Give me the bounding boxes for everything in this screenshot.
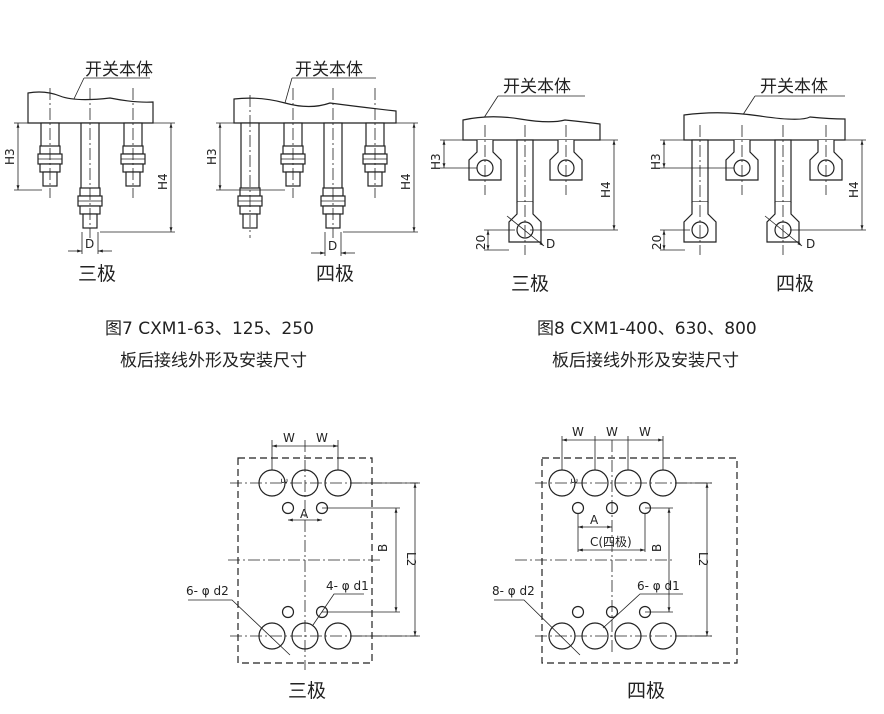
switch-body-label: 开关本体 [85,60,153,80]
fig8-four-pole: 开关本体 H3 H4 20 D 四极 [649,77,866,295]
a-label: A [300,507,309,521]
h3-label: H3 [429,153,443,170]
three-pole-label: 三极 [78,263,116,285]
mounting-four-pole: W W W 3 A C(四极) B L2 8- φ d2 6- φ d1 四极 [492,425,738,702]
switch-body-label: 开关本体 [503,77,571,97]
d1-hole-label: 4- φ d1 [326,579,369,593]
d-label: D [546,237,555,251]
d2-hole-label: 8- φ d2 [492,584,535,598]
l2-label: L2 [696,552,710,566]
fig7-three-pole: 开关本体 H3 H4 D 三极 [3,60,175,285]
w-label: W [572,425,584,439]
w-label: W [283,431,295,445]
a-label: A [590,513,599,527]
h4-label: H4 [156,173,170,190]
fig7-four-pole: 开关本体 H3 H4 D 四极 [205,60,418,285]
w-label: W [316,431,328,445]
switch-body-label: 开关本体 [760,77,828,97]
h4-label: H4 [847,181,861,198]
d-label: D [328,239,337,253]
d-label: D [85,237,94,251]
three-pole-label: 三极 [511,273,549,295]
w-label: W [606,425,618,439]
switch-body-label: 开关本体 [295,60,363,80]
fig8-three-pole: 开关本体 H3 H4 20 D 三极 [429,77,618,295]
mounting-three-pole: W W 3 A B L2 6- φ d2 4- φ d1 三极 [186,431,420,702]
four-pole-label: 四极 [316,263,354,285]
dim-3-label: 3 [278,478,288,484]
figure8-subtitle: 板后接线外形及安装尺寸 [552,351,739,371]
four-pole-label: 四极 [627,680,665,702]
h4-label: H4 [599,181,613,198]
b-label: B [650,544,664,552]
figure7-title: 图7 CXM1-63、125、250 [105,319,314,339]
d2-hole-label: 6- φ d2 [186,584,229,598]
h3-label: H3 [3,148,17,165]
h4-label: H4 [399,173,413,190]
l2-label: L2 [404,552,418,566]
four-pole-label: 四极 [776,273,814,295]
figure7-subtitle: 板后接线外形及安装尺寸 [120,351,307,371]
dim-20-label: 20 [474,235,488,250]
c-four-pole-label: C(四极) [590,535,632,549]
three-pole-label: 三极 [288,680,326,702]
w-label: W [639,425,651,439]
h3-label: H3 [205,148,219,165]
figure8-title: 图8 CXM1-400、630、800 [537,319,757,339]
dim-3-label: 3 [568,478,578,484]
d-label: D [806,237,815,251]
b-label: B [376,544,390,552]
h3-label: H3 [649,153,663,170]
dim-20-label: 20 [650,235,664,250]
d1-hole-label: 6- φ d1 [637,579,680,593]
